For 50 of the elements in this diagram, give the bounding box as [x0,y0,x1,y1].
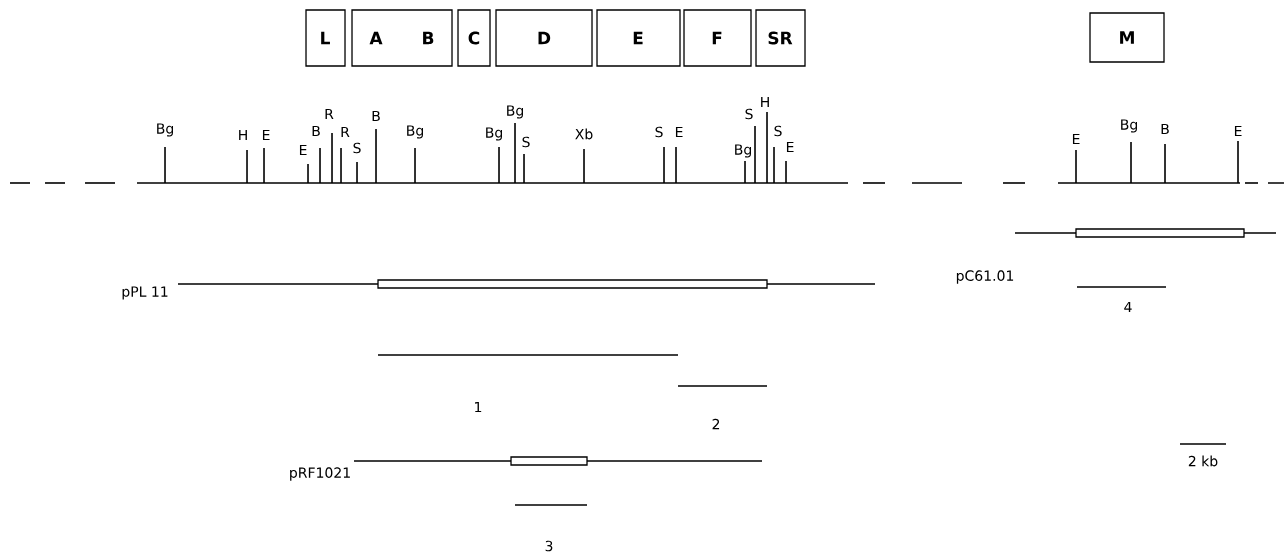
clone-name: pC61.01 [956,270,1014,284]
scale-label: 2 kb [1188,455,1218,467]
gene-label: D [538,31,551,45]
site-label: H [239,129,247,141]
gene-box [305,9,346,67]
site-label: B [312,125,320,137]
gene-label: C [468,31,480,45]
site-label: E [262,129,270,141]
clone-name: pRF1021 [290,467,350,481]
site-label: S [745,108,753,120]
fragment-number: 3 [545,540,553,552]
site-label: E [786,141,794,153]
site-label: E [675,126,683,138]
gene-label: SR [768,31,793,45]
site-label: H [761,96,769,108]
clone-name: pPL 11 [122,286,168,300]
site-label: Bg [507,105,523,119]
gene-box [495,9,593,67]
site-label: E [1072,133,1080,145]
site-label: E [1234,125,1242,137]
site-label: Xb [575,128,593,140]
gene-box [1089,12,1165,63]
site-label: Bg [735,144,751,158]
site-label: Bg [407,125,423,139]
site-label: E [299,144,307,156]
gene-box [457,9,491,67]
site-label: B [372,110,380,122]
gene-label: F [712,31,722,45]
fragment-number: 4 [1124,301,1132,313]
gene-label: B [423,31,434,45]
site-label: S [774,125,782,137]
gene-box [596,9,681,67]
site-label: R [325,108,334,120]
gene-label: M [1120,31,1134,44]
site-label: R [341,126,350,138]
gene-label: A [369,31,383,45]
site-label: S [522,136,530,148]
gene-label: E [633,31,643,45]
site-label: S [353,142,361,154]
gene-box [683,9,752,67]
site-label: Bg [486,127,502,141]
site-label: Bg [157,123,173,137]
site-label: B [1161,123,1169,135]
gene-box [755,9,806,67]
site-label: Bg [1121,119,1137,133]
fragment-number: 1 [475,401,482,413]
gene-label: L [321,31,330,45]
gene-box [351,9,453,67]
fragment-number: 2 [712,418,720,430]
site-label: S [655,126,663,138]
